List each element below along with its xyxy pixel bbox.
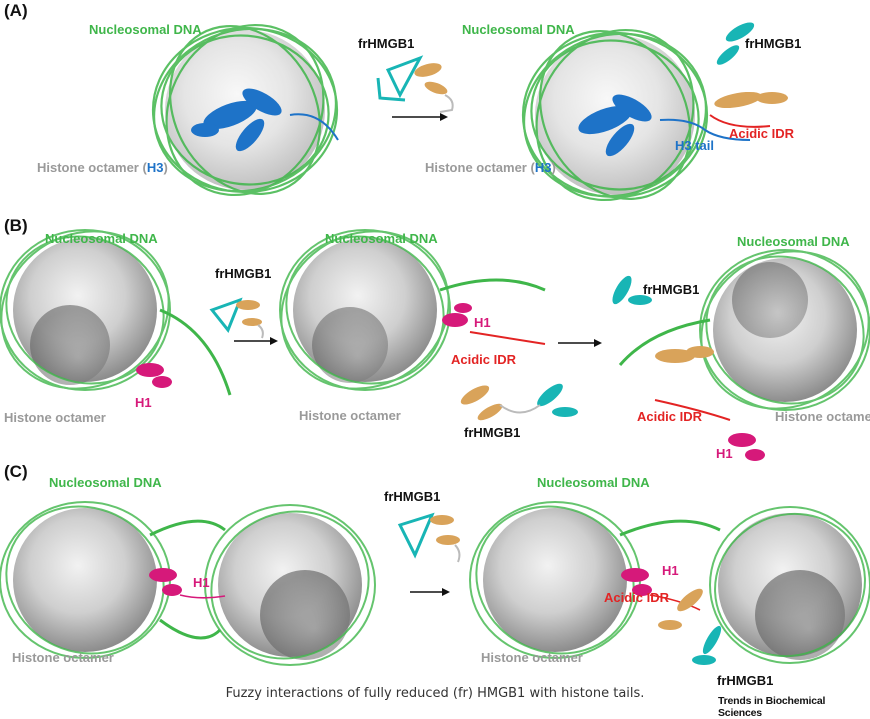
frhmgb1-label: frHMGB1 bbox=[215, 266, 272, 281]
nucleosomal-dna-label: Nucleosomal DNA bbox=[537, 475, 650, 490]
h3-tail-right bbox=[659, 118, 751, 141]
panel-a-nucleosome-left bbox=[151, 23, 339, 197]
frhmgb1-label: frHMGB1 bbox=[464, 425, 521, 440]
h1-label: H1 bbox=[716, 446, 733, 461]
arrow-panel-c bbox=[410, 588, 450, 596]
arrow-panel-a bbox=[392, 113, 448, 121]
nucleosomal-dna-label: Nucleosomal DNA bbox=[89, 22, 202, 37]
h3-label: H3 bbox=[146, 160, 164, 175]
h1-b1 bbox=[136, 363, 172, 388]
panel-c-right-dinucleosome bbox=[469, 501, 870, 665]
histone-octamer-label: Histone octamer bbox=[775, 409, 870, 424]
panel-a-nucleosome-right bbox=[521, 22, 788, 202]
panel-a-hmgb1-icon bbox=[376, 55, 454, 113]
panel-c-left-dinucleosome bbox=[0, 501, 376, 666]
h1-label: H1 bbox=[193, 575, 210, 590]
nucleosomal-dna-label: Nucleosomal DNA bbox=[737, 234, 850, 249]
h1-label: H1 bbox=[474, 315, 491, 330]
hmgb1-box-a-a bbox=[716, 22, 755, 65]
histone-octamer-label: Histone octamer bbox=[12, 650, 114, 665]
acidic-idr-a bbox=[709, 114, 771, 128]
h3-tail-label: H3 tail bbox=[675, 138, 715, 153]
nucleosomal-dna-label: Nucleosomal DNA bbox=[462, 22, 575, 37]
panel-c-hmgb1-icon bbox=[397, 512, 461, 563]
histone-octamer-label: Histone octamer bbox=[4, 410, 106, 425]
panel-b-hmgb1-icon bbox=[209, 297, 264, 339]
panel-b-nucleosome-1 bbox=[0, 229, 232, 396]
arrow-panel-b-2 bbox=[558, 339, 602, 347]
acidic-idr-b2 bbox=[654, 399, 731, 421]
frhmgb1-label: frHMGB1 bbox=[643, 282, 700, 297]
nucleosomal-dna-label: Nucleosomal DNA bbox=[49, 475, 162, 490]
h3-tail-left bbox=[289, 113, 339, 141]
histone-octamer-h3-label: Histone octamer (H3) bbox=[425, 160, 556, 175]
hmgb1-box-b-a bbox=[714, 91, 788, 109]
figure-caption: Fuzzy interactions of fully reduced (fr)… bbox=[225, 686, 645, 701]
h3-label: H3 bbox=[534, 160, 552, 175]
h1-label: H1 bbox=[662, 563, 679, 578]
frhmgb1-label: frHMGB1 bbox=[358, 36, 415, 51]
journal-credit: Trends in Biochemical Sciences bbox=[718, 695, 826, 719]
frhmgb1-label: frHMGB1 bbox=[745, 36, 802, 51]
acidic-idr-label: Acidic IDR bbox=[451, 352, 517, 367]
histone-octamer-h3-label: Histone octamer (H3) bbox=[37, 160, 168, 175]
panel-label-b: (B) bbox=[4, 216, 28, 235]
histone-octamer-label: Histone octamer bbox=[481, 650, 583, 665]
frhmgb1-label: frHMGB1 bbox=[384, 489, 441, 504]
acidic-idr-label: Acidic IDR bbox=[604, 590, 670, 605]
h3-helices-left bbox=[191, 88, 282, 152]
acidic-idr-b1 bbox=[469, 331, 546, 345]
nucleosomal-dna-label: Nucleosomal DNA bbox=[45, 231, 158, 246]
histone-octamer-label: Histone octamer bbox=[299, 408, 401, 423]
panel-b-nucleosome-2 bbox=[279, 229, 578, 421]
acidic-idr-label: Acidic IDR bbox=[637, 409, 703, 424]
panel-b-nucleosome-3 bbox=[612, 249, 870, 461]
acidic-idr-label: Acidic IDR bbox=[729, 126, 795, 141]
h1-label: H1 bbox=[135, 395, 152, 410]
panel-label-a: (A) bbox=[4, 1, 28, 20]
nucleosomal-dna-label: Nucleosomal DNA bbox=[325, 231, 438, 246]
panel-label-c: (C) bbox=[4, 462, 28, 481]
frhmgb1-label: frHMGB1 bbox=[717, 673, 774, 688]
arrow-panel-b-1 bbox=[234, 337, 278, 345]
